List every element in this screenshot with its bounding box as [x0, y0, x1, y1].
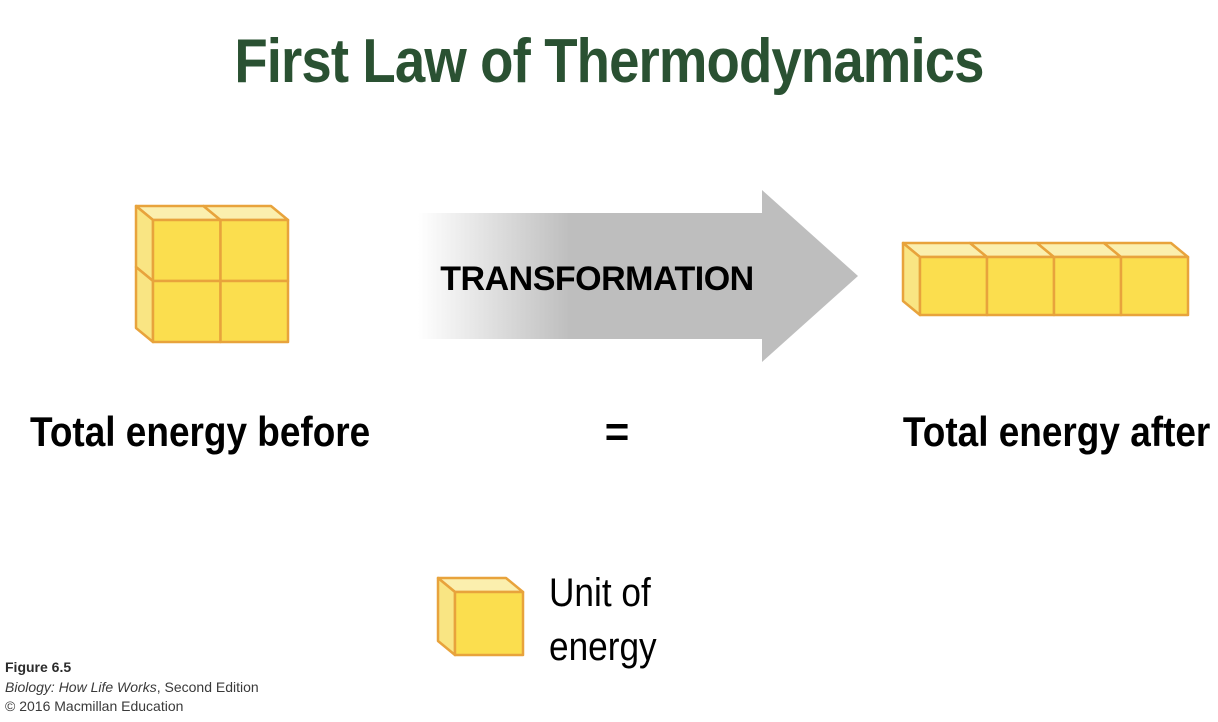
- transformation-label: TRANSFORMATION: [440, 260, 754, 298]
- figure-caption: Figure 6.5 Biology: How Life Works, Seco…: [5, 658, 259, 717]
- figure-source-edition: , Second Edition: [156, 678, 259, 695]
- energy-block-before: [134, 204, 290, 344]
- legend-label: Unit of energy: [549, 571, 657, 669]
- legend-unit-cube: [436, 576, 525, 657]
- transformation-arrow: [418, 190, 858, 362]
- total-energy-before-label: Total energy before: [30, 408, 371, 455]
- equals-sign: =: [604, 408, 630, 455]
- arrow-shape: [418, 190, 858, 362]
- total-energy-after-label: Total energy after: [902, 408, 1210, 455]
- figure-source-title: Biology: How Life Works: [5, 678, 157, 695]
- energy-block-after: [901, 241, 1190, 317]
- figure-number: Figure 6.5: [5, 659, 72, 675]
- figure-source: Biology: How Life Works, Second Edition: [5, 678, 259, 698]
- slide-title: First Law of Thermodynamics: [234, 27, 984, 96]
- figure-copyright: © 2016 Macmillan Education: [5, 698, 184, 714]
